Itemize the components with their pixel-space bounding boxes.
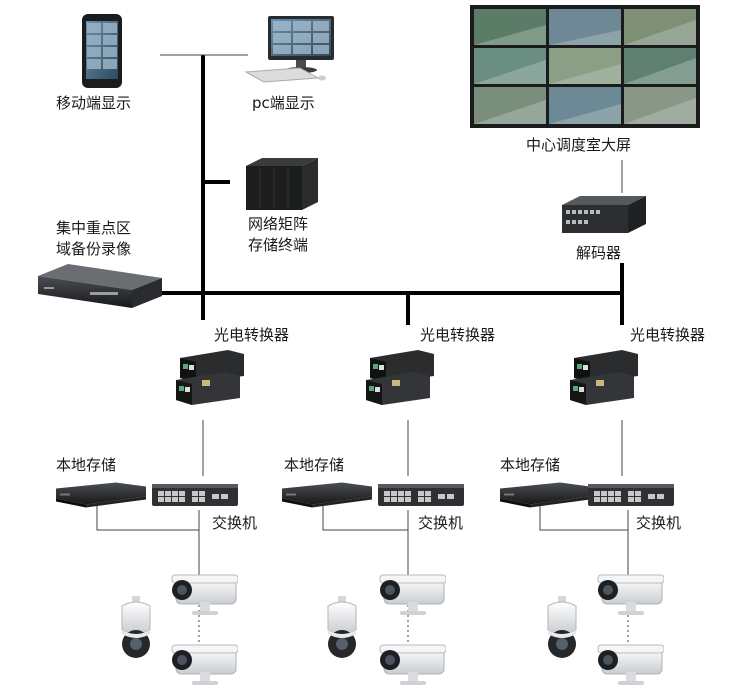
mobile-display-label: 移动端显示 xyxy=(56,94,132,112)
converter-label: 光电转换器 xyxy=(214,326,290,344)
network-switch-icon xyxy=(588,484,674,506)
network-switch-icon xyxy=(378,484,464,506)
switch-label: 交换机 xyxy=(418,514,464,532)
local-storage-recorder-icon xyxy=(500,482,590,508)
dome-camera-icon xyxy=(547,596,577,659)
local-storage-label: 本地存储 xyxy=(56,456,117,474)
backup-label-line1: 集中重点区 xyxy=(56,219,132,237)
bullet-camera-icon xyxy=(171,574,238,616)
local-storage-recorder-icon xyxy=(56,482,146,508)
mobile-phone-icon xyxy=(82,14,122,88)
nas-storage-icon xyxy=(246,158,318,210)
bullet-camera-icon xyxy=(171,644,238,686)
dome-camera-icon xyxy=(121,596,151,659)
bullet-camera-icon xyxy=(379,644,446,686)
backup-label-line2: 域备份录像 xyxy=(56,240,132,258)
network-switch-icon xyxy=(152,484,238,506)
fiber-converter-icon xyxy=(176,350,244,405)
pc-monitor-icon xyxy=(244,16,334,83)
converter-label: 光电转换器 xyxy=(420,326,496,344)
fiber-converter-icon xyxy=(570,350,638,405)
bullet-camera-icon xyxy=(597,574,664,616)
fiber-converter-icon xyxy=(366,350,434,405)
bullet-camera-icon xyxy=(379,574,446,616)
video-wall-screen xyxy=(470,5,700,128)
center-screen-label: 中心调度室大屏 xyxy=(526,136,632,154)
local-storage-label: 本地存储 xyxy=(284,456,345,474)
nas-label-line1: 网络矩阵 xyxy=(248,215,309,233)
pc-display-label: pc端显示 xyxy=(252,94,315,112)
switch-label: 交换机 xyxy=(636,514,682,532)
backup-recorder-icon xyxy=(38,264,162,308)
switch-label: 交换机 xyxy=(212,514,258,532)
backbone-lines xyxy=(160,55,624,325)
converter-label: 光电转换器 xyxy=(630,326,706,344)
decoder-label: 解码器 xyxy=(576,244,622,262)
thin-lines xyxy=(96,54,629,660)
bullet-camera-icon xyxy=(597,644,664,686)
local-storage-label: 本地存储 xyxy=(500,456,561,474)
local-storage-recorder-icon xyxy=(282,482,372,508)
nas-label-line2: 存储终端 xyxy=(248,236,309,254)
dome-camera-icon xyxy=(327,596,357,659)
decoder-icon xyxy=(562,196,646,233)
